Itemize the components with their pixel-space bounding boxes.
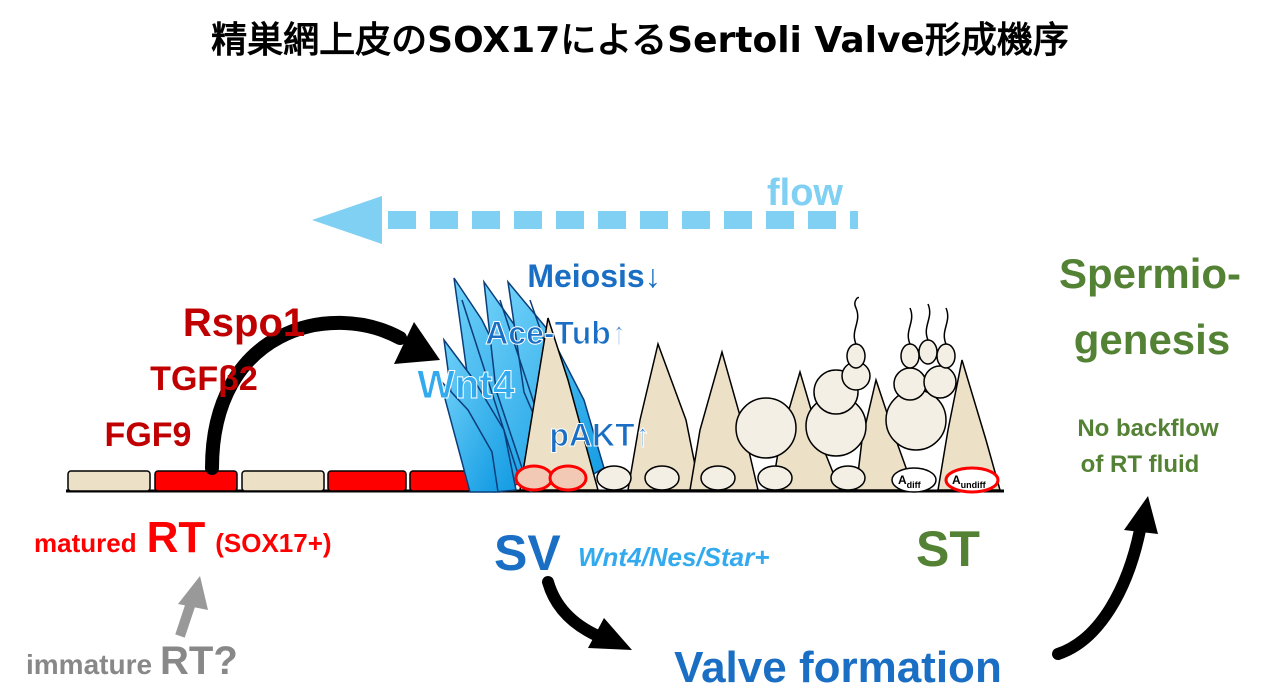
- page-title: 精巣網上皮のSOX17によるSertoli Valve形成機序: [211, 20, 1069, 61]
- no-backflow-line1: No backflow: [1077, 415, 1219, 442]
- no-backflow-line2: of RT fluid: [1081, 451, 1200, 478]
- immature-arrow: [175, 576, 208, 638]
- germ-cells: [514, 296, 1000, 494]
- rete-testis-epithelium: [67, 470, 495, 492]
- rt-cell-tan: [241, 470, 325, 492]
- rt-cell-red: [327, 470, 407, 492]
- a-undiff-label: Aundiff: [952, 473, 987, 490]
- tgfb2-label: TGFβ2: [150, 360, 258, 398]
- flow-arrow: [312, 196, 858, 244]
- rt-cell-tan: [67, 470, 151, 492]
- rt-label: matured RT (SOX17+): [34, 513, 332, 562]
- a-undiff-cell: [944, 466, 1000, 494]
- sv-markers: Wnt4/Nes/Star+: [578, 542, 769, 572]
- sv-label: SV: [494, 525, 561, 581]
- flow-label: flow: [767, 172, 843, 214]
- valve-to-spermiogenesis-arrow: [1052, 496, 1158, 660]
- acetub-label: Ace-Tub↑: [485, 315, 627, 351]
- fgf9-label: FGF9: [105, 416, 192, 454]
- rt-cell-red: [154, 470, 238, 492]
- rspo1-label: Rspo1: [183, 301, 305, 345]
- sv-to-valve-arrow: [542, 576, 632, 650]
- meiosis-label: Meiosis↓: [527, 258, 660, 294]
- spermiogenesis-line1: Spermio-: [1059, 250, 1241, 297]
- valve-formation-label: Valve formation: [674, 643, 1002, 692]
- wnt4-label: Wnt4: [417, 363, 516, 407]
- st-label: ST: [916, 521, 980, 577]
- rt-main: RT: [147, 513, 206, 562]
- a-diff-cell: [891, 467, 937, 493]
- spermiogenesis-line2: genesis: [1074, 316, 1230, 363]
- rt-suffix: (SOX17+): [215, 528, 331, 558]
- pakt-label: pAKT↑: [549, 417, 650, 453]
- a-diff-label: Adiff: [898, 473, 922, 490]
- rt-prefix: matured: [34, 528, 137, 558]
- signaling-arrow: [205, 315, 440, 475]
